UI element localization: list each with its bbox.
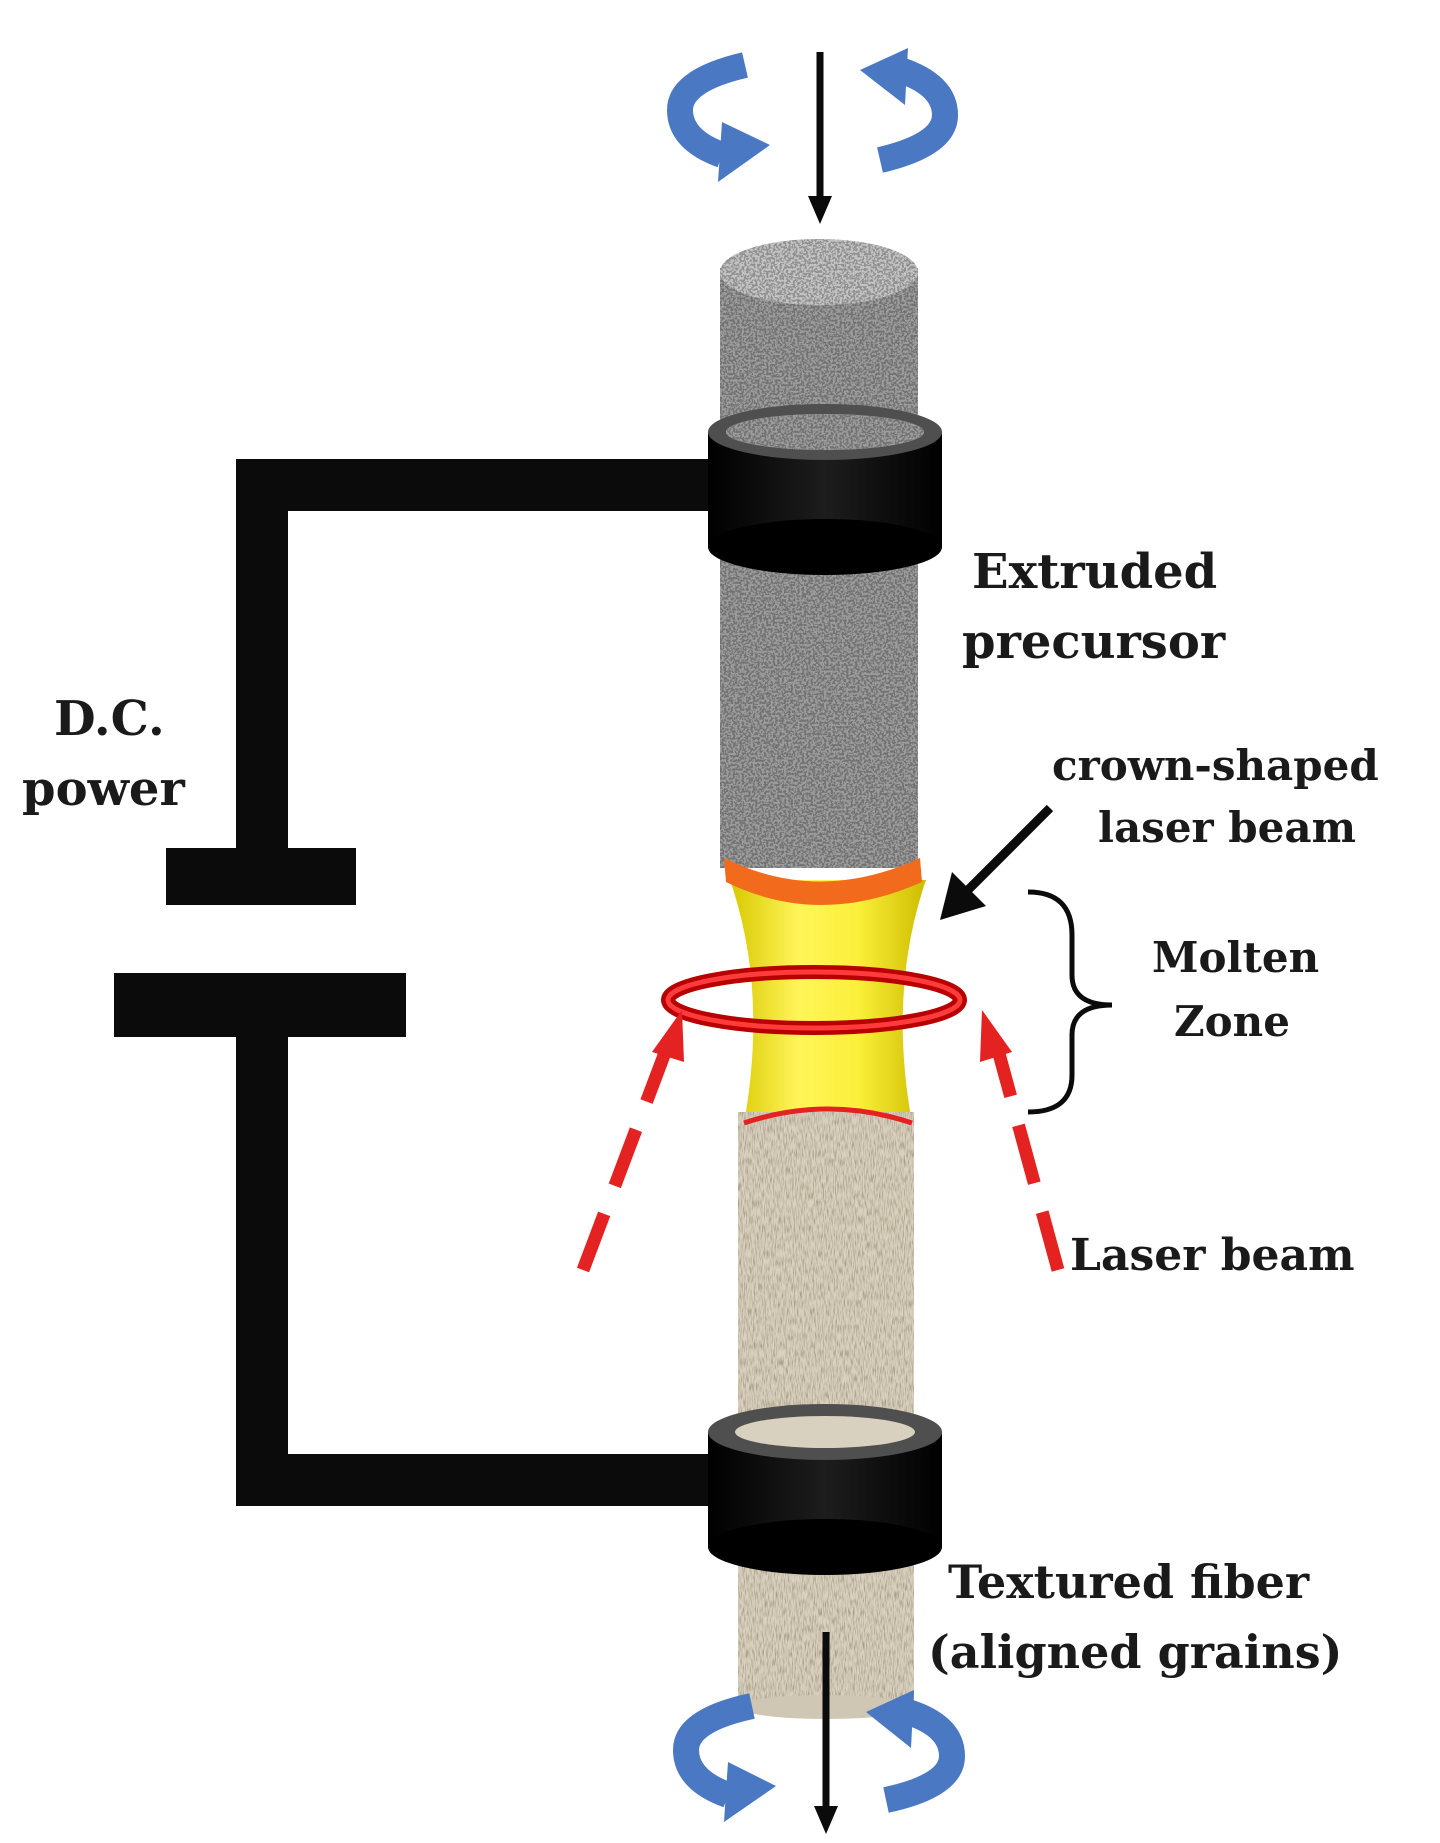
pull-arrow-bottom <box>814 1632 838 1834</box>
rotation-arrows-icon <box>672 1690 966 1822</box>
laser-beam-right <box>991 1048 1065 1272</box>
dc-circuit <box>114 459 720 1506</box>
precursor-top-face <box>720 239 918 305</box>
laser-beam-left-arrowhead <box>652 1010 684 1062</box>
label-textured-line1: Textured fiber <box>948 1555 1310 1609</box>
label-textured-line2: (aligned grains) <box>928 1625 1342 1679</box>
feed-arrow-top <box>808 52 832 224</box>
label-crown-line2: laser beam <box>1098 803 1356 852</box>
label-molten-line1: Molten <box>1152 933 1319 982</box>
upper-wire <box>236 459 720 850</box>
laser-beam-right-arrowhead <box>980 1010 1012 1062</box>
label-crown-line1: crown-shaped <box>1052 741 1379 790</box>
label-dc-line2: power <box>22 761 185 817</box>
battery-plate-short <box>166 848 356 905</box>
battery-plate-long <box>114 973 406 1037</box>
label-extruded-line2: precursor <box>962 614 1226 670</box>
label-dc-line1: D.C. <box>54 691 165 747</box>
upper-clamp <box>708 404 942 575</box>
molten-lower-boundary <box>743 1106 913 1126</box>
laser-ring <box>661 965 967 1035</box>
solidification-interface-top <box>724 858 922 905</box>
label-laser-beam: Laser beam <box>1070 1230 1355 1281</box>
label-molten-line2: Zone <box>1174 997 1290 1046</box>
crown-pointer-arrow <box>940 804 1054 920</box>
rotation-arrows-icon <box>666 48 959 182</box>
label-extruded-line1: Extruded <box>972 544 1217 600</box>
molten-zone-brace <box>1027 889 1113 1115</box>
lower-wire <box>236 1030 720 1506</box>
molten-zone <box>730 880 926 1123</box>
laser-beam-left <box>576 1047 673 1273</box>
lower-clamp <box>708 1404 942 1575</box>
laser-beams <box>576 1010 1065 1273</box>
